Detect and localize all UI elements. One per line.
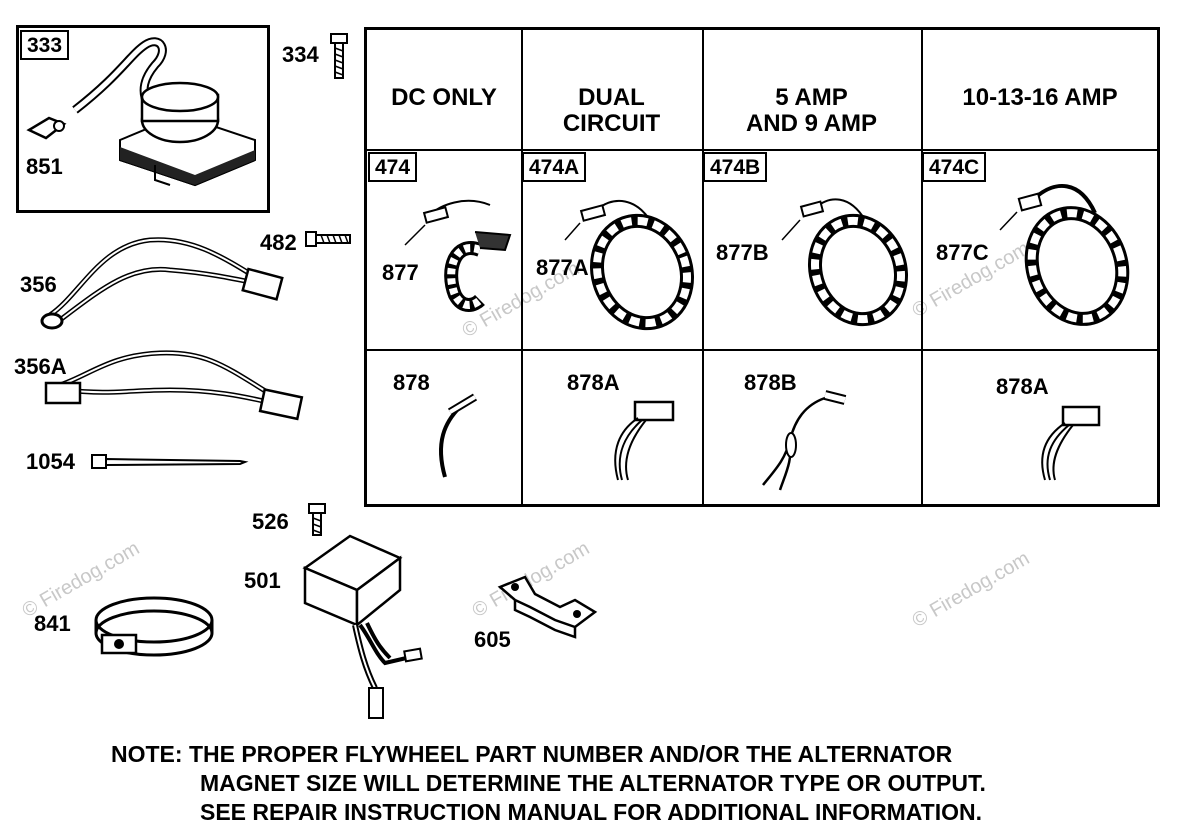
coil-box [16, 25, 270, 213]
part-label-878a: 878A [567, 370, 620, 395]
screw-334-illustration [330, 33, 348, 79]
column-header-dual-circuit: DUAL CIRCUIT [521, 85, 702, 137]
bracket-605-illustration [497, 575, 598, 639]
part-label-878b: 878B [744, 370, 797, 395]
harness-878a-2-illustration [1041, 405, 1101, 481]
stator-474c-illustration [999, 184, 1130, 326]
ground-wire-356-illustration [40, 237, 284, 330]
stator-474-illustration [404, 199, 512, 312]
column-divider [921, 30, 923, 504]
screw-482-illustration [305, 231, 351, 247]
column-header-dc-only: DC ONLY [367, 85, 521, 111]
note-line-3: SEE REPAIR INSTRUCTION MANUAL FOR ADDITI… [200, 799, 982, 825]
ignition-coil-illustration [72, 37, 256, 187]
part-label-474c: 474C [922, 152, 987, 182]
part-label-877a: 877A [536, 255, 589, 280]
part-label-526: 526 [252, 509, 289, 534]
harness-356a-illustration [44, 350, 304, 421]
part-label-474: 474 [368, 152, 418, 182]
column-divider [702, 30, 704, 504]
stator-474b-illustration [781, 198, 909, 327]
harness-878-illustration [439, 393, 478, 478]
note-line-1: NOTE: THE PROPER FLYWHEEL PART NUMBER AN… [111, 741, 953, 767]
header-line: CIRCUIT [562, 110, 661, 137]
cable-tie-1054-illustration [91, 454, 249, 469]
header-line: DUAL [578, 84, 645, 111]
part-label-333: 333 [20, 30, 70, 60]
part-label-334: 334 [282, 42, 319, 67]
part-label-878: 878 [393, 370, 430, 395]
harness-878a-illustration [614, 400, 675, 481]
harness-878b-illustration [762, 390, 847, 491]
alternator-table [364, 27, 1160, 507]
part-label-1054: 1054 [26, 449, 75, 474]
part-label-356: 356 [20, 272, 57, 297]
part-label-356a: 356A [14, 354, 67, 379]
column-header-10-13-16-amp: 10-13-16 AMP [921, 85, 1159, 111]
part-label-877c: 877C [936, 240, 989, 265]
note-line-2: MAGNET SIZE WILL DETERMINE THE ALTERNATO… [200, 770, 986, 796]
part-label-878a-2: 878A [996, 374, 1049, 399]
part-label-877: 877 [382, 260, 419, 285]
screw-526-illustration [308, 503, 326, 536]
hose-clamp-841-illustration [94, 596, 214, 657]
clip-851-illustration [26, 116, 67, 140]
part-label-605: 605 [474, 627, 511, 652]
column-divider [521, 30, 523, 504]
stator-474a-illustration [564, 199, 695, 331]
part-label-501: 501 [244, 568, 281, 593]
part-label-482: 482 [260, 230, 297, 255]
header-line: AND 9 AMP [745, 110, 878, 137]
part-label-841: 841 [34, 611, 71, 636]
row-divider [367, 149, 1157, 151]
header-line: 10-13-16 AMP [962, 84, 1118, 111]
part-label-474b: 474B [703, 152, 768, 182]
regulator-501-illustration [302, 534, 423, 719]
watermark: © Firedog.com [908, 547, 1034, 633]
row-divider [367, 349, 1157, 351]
header-line: DC ONLY [391, 84, 497, 111]
header-line: 5 AMP [775, 84, 848, 111]
part-label-474a: 474A [522, 152, 587, 182]
part-label-877b: 877B [716, 240, 769, 265]
part-label-851: 851 [26, 154, 63, 179]
column-header-5-9-amp: 5 AMP AND 9 AMP [702, 85, 921, 137]
